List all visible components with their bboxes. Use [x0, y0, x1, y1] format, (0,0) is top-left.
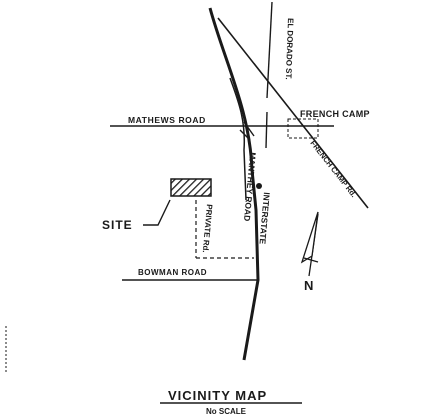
el-dorado-label: EL DORADO ST.	[284, 18, 295, 80]
north-label: N	[304, 278, 313, 293]
interstate-line-inner	[229, 77, 247, 201]
interstate-label: INTERSTATE	[257, 192, 272, 245]
el-dorado-street-line	[266, 1, 273, 99]
private-road-label: PRIVATE Rd.	[201, 204, 214, 253]
el-dorado-street-line-2	[265, 111, 268, 149]
site-parcel	[170, 178, 212, 197]
interstate-line	[208, 7, 260, 361]
french-camp-road-label: FRENCH CAMP Rd.	[308, 139, 358, 199]
manthey-ramp-line	[243, 121, 255, 137]
north-arrow-head	[300, 211, 319, 264]
site-label: SITE	[102, 218, 133, 232]
manthey-ramp-line-2	[239, 129, 251, 141]
french-camp-road-line	[217, 17, 369, 209]
map-title: VICINITY MAP	[168, 388, 267, 403]
bowman-road-label: BOWMAN ROAD	[138, 268, 207, 277]
french-camp-town-label: FRENCH CAMP	[300, 109, 370, 119]
scale-note: No SCALE	[206, 407, 247, 415]
interchange-dot	[256, 183, 262, 189]
french-camp-town-box	[287, 118, 319, 139]
north-arrow-barb	[303, 257, 319, 263]
mathews-road-label: MATHEWS ROAD	[128, 115, 206, 125]
site-leader-line	[143, 199, 171, 226]
